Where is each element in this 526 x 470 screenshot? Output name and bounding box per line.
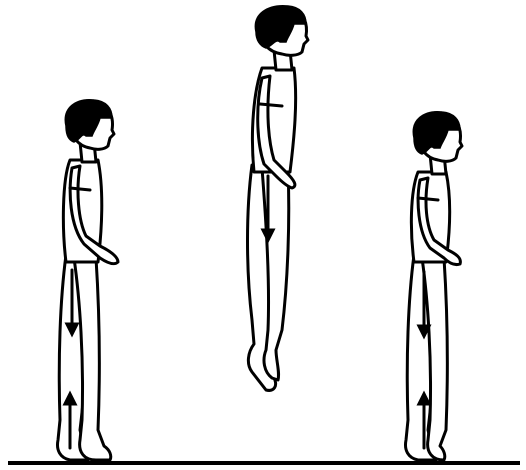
figure-standing-left bbox=[58, 100, 119, 460]
right-figure-sleeve bbox=[418, 198, 438, 200]
figure-standing-right bbox=[406, 112, 463, 460]
figure-airborne-middle bbox=[248, 6, 309, 391]
left-figure-sleeve bbox=[70, 188, 90, 190]
middle-figure-sleeve bbox=[260, 104, 282, 106]
